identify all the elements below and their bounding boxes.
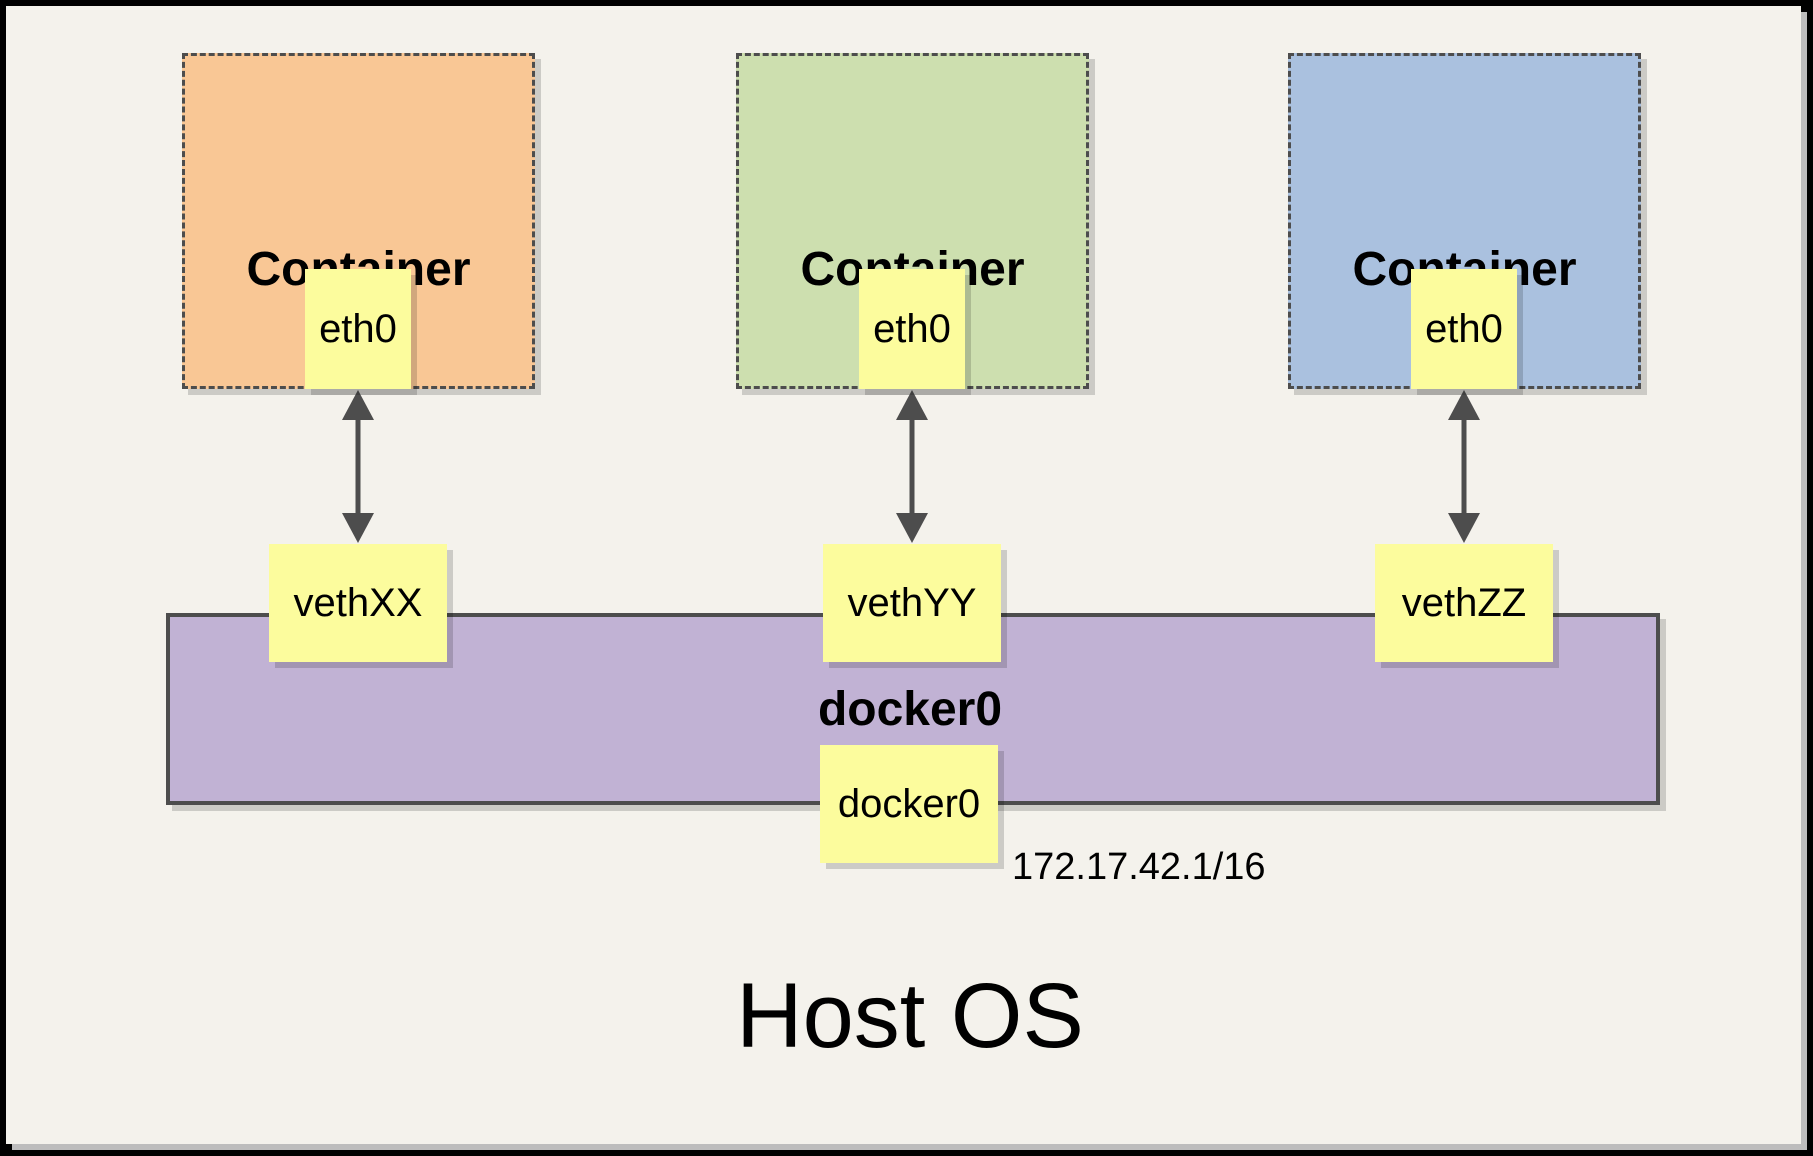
docker0-interface-box: docker0: [820, 745, 998, 863]
veth-1-label: vethXX: [293, 580, 423, 625]
container-1-eth0-label: eth0: [319, 306, 397, 351]
veth-2-label: vethYY: [847, 580, 977, 625]
veth-box-3: vethZZ: [1375, 544, 1553, 662]
bidirectional-arrow-1: [342, 390, 374, 543]
host-os-panel: Container eth0 vethXX Container eth0 vet…: [6, 6, 1801, 1144]
bidirectional-arrow-3: [1448, 390, 1480, 543]
bridge-ip-address: 172.17.42.1/16: [1012, 846, 1266, 888]
veth-box-1: vethXX: [269, 544, 447, 662]
container-3-eth0-label: eth0: [1425, 306, 1503, 351]
bidirectional-arrow-2: [896, 390, 928, 543]
docker0-bridge-label: docker0: [817, 682, 1003, 736]
veth-box-2: vethYY: [823, 544, 1001, 662]
veth-3-label: vethZZ: [1401, 580, 1527, 625]
docker0-interface-label: docker0: [837, 781, 981, 826]
container-2-eth0-box: eth0: [859, 269, 965, 389]
container-1-eth0-box: eth0: [305, 269, 411, 389]
container-2-eth0-label: eth0: [873, 306, 951, 351]
container-3-eth0-box: eth0: [1411, 269, 1517, 389]
host-os-title: Host OS: [736, 964, 1084, 1067]
